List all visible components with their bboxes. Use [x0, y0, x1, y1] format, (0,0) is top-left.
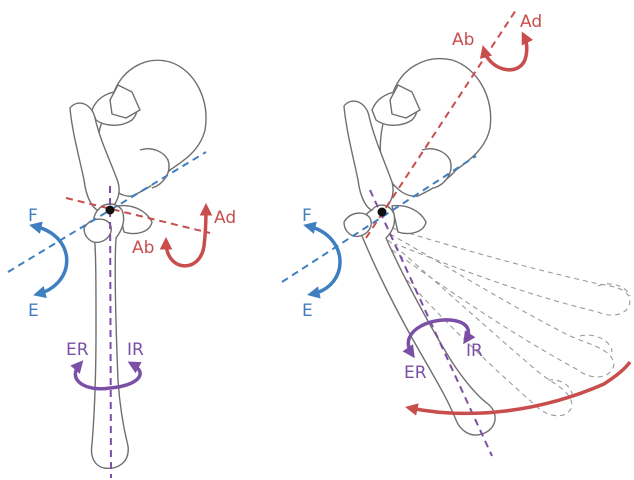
right-label-adduction: Ad [520, 12, 542, 32]
right-abduction-arrow [484, 36, 527, 70]
left-label-internal-rotation: IR [127, 340, 144, 360]
left-label-adduction: Ad [214, 208, 236, 228]
right-panel: F E Ab Ad IR ER [282, 10, 630, 456]
left-femur [84, 204, 128, 468]
left-pelvis [70, 60, 206, 233]
right-label-flexion: F [302, 206, 312, 226]
right-label-abduction: Ab [452, 30, 474, 50]
left-label-abduction: Ab [132, 238, 154, 258]
right-label-extension: E [302, 301, 313, 321]
right-pelvis [344, 59, 491, 234]
right-flexion-arrow [308, 226, 340, 294]
left-label-extension: E [28, 301, 39, 321]
right-hip-center [378, 208, 387, 217]
left-abduction-arrow [166, 208, 206, 266]
right-femur [344, 205, 495, 435]
right-label-external-rotation: ER [404, 363, 427, 383]
left-panel: F E Ab Ad ER IR [8, 60, 236, 478]
left-hip-center [106, 206, 115, 215]
left-label-flexion: F [28, 206, 38, 226]
right-label-internal-rotation: IR [466, 341, 483, 361]
left-label-external-rotation: ER [66, 340, 89, 360]
left-flexion-arrow [34, 226, 67, 294]
